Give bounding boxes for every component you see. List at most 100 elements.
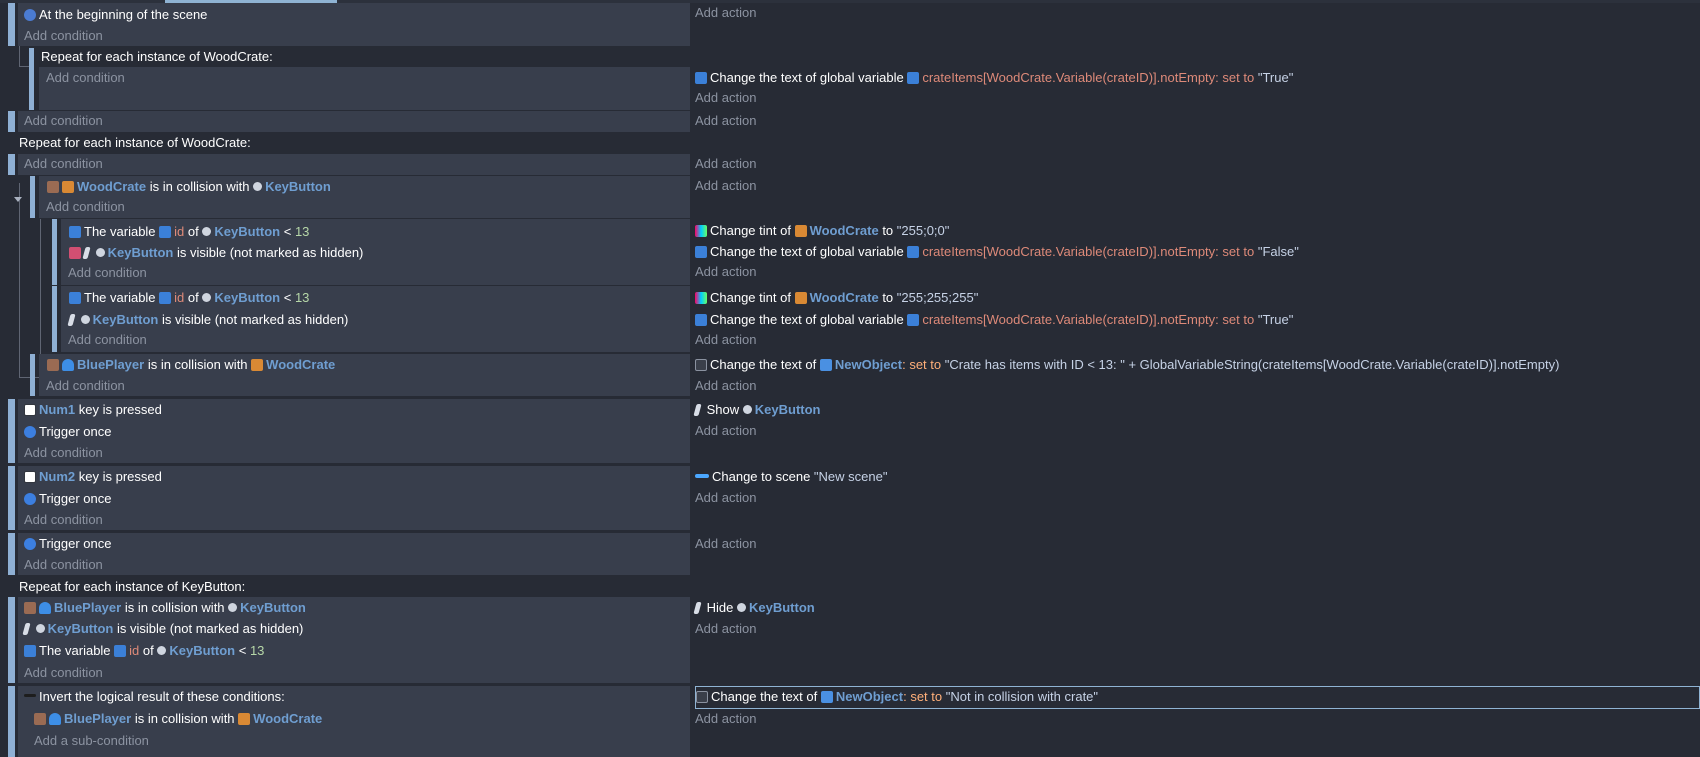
conditions-panel[interactable]: Trigger once Add condition: [18, 533, 690, 575]
add-action-link[interactable]: Add action: [695, 5, 757, 20]
add-condition-link[interactable]: Add condition: [24, 665, 103, 680]
conditions-panel[interactable]: BluePlayer is in collision with KeyButto…: [18, 597, 690, 683]
add-condition-link[interactable]: Add condition: [68, 265, 147, 280]
condition-row[interactable]: WoodCrate is in collision with KeyButton: [47, 177, 331, 197]
collapse-arrow-icon[interactable]: [14, 197, 22, 202]
condition-row[interactable]: KeyButton is visible (not marked as hidd…: [22, 619, 303, 639]
event-gutter[interactable]: [8, 533, 15, 575]
event-repeat-woodcrate-sub[interactable]: Repeat for each instance of WoodCrate: A…: [0, 48, 1700, 110]
event-gutter[interactable]: [30, 176, 35, 218]
action-row[interactable]: Change the text of global variable crate…: [695, 68, 1293, 88]
actions-panel[interactable]: Change the text of NewObject: set to "No…: [690, 686, 1700, 757]
event-not-colliding[interactable]: Invert the logical result of these condi…: [0, 686, 1700, 757]
add-action-link[interactable]: Add action: [695, 156, 757, 171]
conditions-panel[interactable]: BluePlayer is in collision with WoodCrat…: [39, 354, 690, 396]
add-condition-link[interactable]: Add condition: [24, 113, 103, 128]
conditions-panel[interactable]: The variable id of KeyButton < 13 KeyBut…: [61, 219, 690, 285]
actions-panel[interactable]: Change tint of WoodCrate to "255;0;0" Ch…: [690, 219, 1700, 285]
add-condition-link[interactable]: Add condition: [68, 332, 147, 347]
sub-condition-row[interactable]: BluePlayer is in collision with WoodCrat…: [34, 709, 322, 729]
condition-row[interactable]: Num2 key is pressed: [24, 467, 162, 487]
action-row[interactable]: Show KeyButton: [693, 400, 821, 420]
add-action-link[interactable]: Add action: [695, 332, 757, 347]
condition-row[interactable]: Num1 key is pressed: [24, 400, 162, 420]
add-action-link[interactable]: Add action: [695, 711, 757, 726]
event-player-crate-collision[interactable]: BluePlayer is in collision with WoodCrat…: [0, 354, 1700, 396]
action-row[interactable]: Change to scene "New scene": [695, 467, 887, 487]
actions-panel[interactable]: Change the text of global variable crate…: [690, 48, 1700, 110]
actions-panel[interactable]: Add action: [690, 154, 1700, 175]
conditions-panel[interactable]: Add condition: [18, 154, 690, 175]
conditions-panel[interactable]: At the beginning of the scene Add condit…: [18, 3, 690, 46]
add-condition-link[interactable]: Add condition: [24, 557, 103, 572]
conditions-panel[interactable]: Num1 key is pressed Trigger once Add con…: [18, 399, 690, 463]
condition-row[interactable]: Invert the logical result of these condi…: [24, 687, 285, 707]
event-repeat-keybutton[interactable]: Repeat for each instance of KeyButton: B…: [0, 577, 1700, 683]
conditions-panel[interactable]: Add condition: [18, 111, 690, 132]
add-action-link[interactable]: Add action: [695, 490, 757, 505]
condition-row[interactable]: KeyButton is visible (not marked as hidd…: [69, 243, 363, 263]
event-num1-pressed[interactable]: Num1 key is pressed Trigger once Add con…: [0, 399, 1700, 463]
actions-panel[interactable]: Change the text of NewObject: set to "Cr…: [690, 354, 1700, 396]
add-condition-link[interactable]: Add condition: [24, 445, 103, 460]
action-row[interactable]: Change the text of NewObject: set to "Cr…: [695, 355, 1559, 375]
event-keybutton-check-2[interactable]: The variable id of KeyButton < 13 KeyBut…: [0, 286, 1700, 352]
add-action-link[interactable]: Add action: [695, 621, 757, 636]
condition-row[interactable]: BluePlayer is in collision with WoodCrat…: [47, 355, 335, 375]
add-condition-link[interactable]: Add condition: [46, 70, 125, 85]
event-gutter[interactable]: [30, 354, 35, 396]
action-row[interactable]: Change the text of global variable crate…: [695, 310, 1293, 330]
event-gutter[interactable]: [52, 219, 57, 285]
add-action-link[interactable]: Add action: [695, 264, 757, 279]
conditions-panel[interactable]: Add condition: [39, 67, 690, 110]
add-condition-link[interactable]: Add condition: [24, 512, 103, 527]
condition-row[interactable]: KeyButton is visible (not marked as hidd…: [67, 310, 348, 330]
event-crate-collision[interactable]: WoodCrate is in collision with KeyButton…: [0, 176, 1700, 218]
event-trigger-once[interactable]: Trigger once Add condition Add action: [0, 533, 1700, 575]
event-gutter[interactable]: [8, 3, 15, 46]
condition-row[interactable]: Trigger once: [24, 422, 112, 442]
condition-row[interactable]: The variable id of KeyButton < 13: [69, 222, 309, 242]
event-gutter[interactable]: [8, 399, 15, 463]
action-row[interactable]: Change tint of WoodCrate to "255;255;255…: [695, 288, 978, 308]
action-row[interactable]: Hide KeyButton: [693, 598, 815, 618]
add-sub-condition-link[interactable]: Add a sub-condition: [34, 733, 149, 748]
condition-row[interactable]: The variable id of KeyButton < 13: [69, 288, 309, 308]
add-condition-link[interactable]: Add condition: [46, 199, 125, 214]
conditions-panel[interactable]: Num2 key is pressed Trigger once Add con…: [18, 466, 690, 530]
actions-panel[interactable]: Hide KeyButton Add action: [690, 597, 1700, 683]
scroll-thumb[interactable]: [165, 0, 337, 3]
add-action-link[interactable]: Add action: [695, 113, 757, 128]
add-action-link[interactable]: Add action: [695, 378, 757, 393]
conditions-panel[interactable]: WoodCrate is in collision with KeyButton…: [39, 176, 690, 218]
event-empty[interactable]: Add condition Add action: [0, 111, 1700, 132]
event-scene-start[interactable]: At the beginning of the scene Add condit…: [0, 3, 1700, 46]
condition-row[interactable]: At the beginning of the scene: [24, 5, 207, 25]
add-condition-link[interactable]: Add condition: [46, 378, 125, 393]
event-gutter[interactable]: [8, 597, 15, 683]
action-row[interactable]: Change tint of WoodCrate to "255;0;0": [695, 221, 949, 241]
actions-panel[interactable]: Add action: [690, 3, 1700, 46]
condition-row[interactable]: BluePlayer is in collision with KeyButto…: [24, 598, 306, 618]
action-row[interactable]: Change the text of NewObject: set to "No…: [696, 687, 1098, 707]
actions-panel[interactable]: Add action: [690, 111, 1700, 132]
event-repeat-woodcrate[interactable]: Repeat for each instance of WoodCrate: A…: [0, 133, 1700, 175]
condition-row[interactable]: The variable id of KeyButton < 13: [24, 641, 264, 661]
event-gutter[interactable]: [52, 286, 57, 352]
add-action-link[interactable]: Add action: [695, 423, 757, 438]
action-row[interactable]: Change the text of global variable crate…: [695, 242, 1299, 262]
event-num2-pressed[interactable]: Num2 key is pressed Trigger once Add con…: [0, 466, 1700, 530]
condition-row[interactable]: Trigger once: [24, 489, 112, 509]
add-action-link[interactable]: Add action: [695, 178, 757, 193]
add-action-link[interactable]: Add action: [695, 90, 757, 105]
selected-action-row[interactable]: Change the text of NewObject: set to "No…: [695, 686, 1700, 709]
actions-panel[interactable]: Change to scene "New scene" Add action: [690, 466, 1700, 530]
add-action-link[interactable]: Add action: [695, 536, 757, 551]
actions-panel[interactable]: Show KeyButton Add action: [690, 399, 1700, 463]
event-gutter[interactable]: [8, 111, 15, 132]
actions-panel[interactable]: Change tint of WoodCrate to "255;255;255…: [690, 286, 1700, 352]
add-condition-link[interactable]: Add condition: [24, 28, 103, 43]
event-gutter[interactable]: [8, 154, 15, 175]
event-gutter[interactable]: [8, 466, 15, 530]
conditions-panel[interactable]: The variable id of KeyButton < 13 KeyBut…: [61, 286, 690, 352]
